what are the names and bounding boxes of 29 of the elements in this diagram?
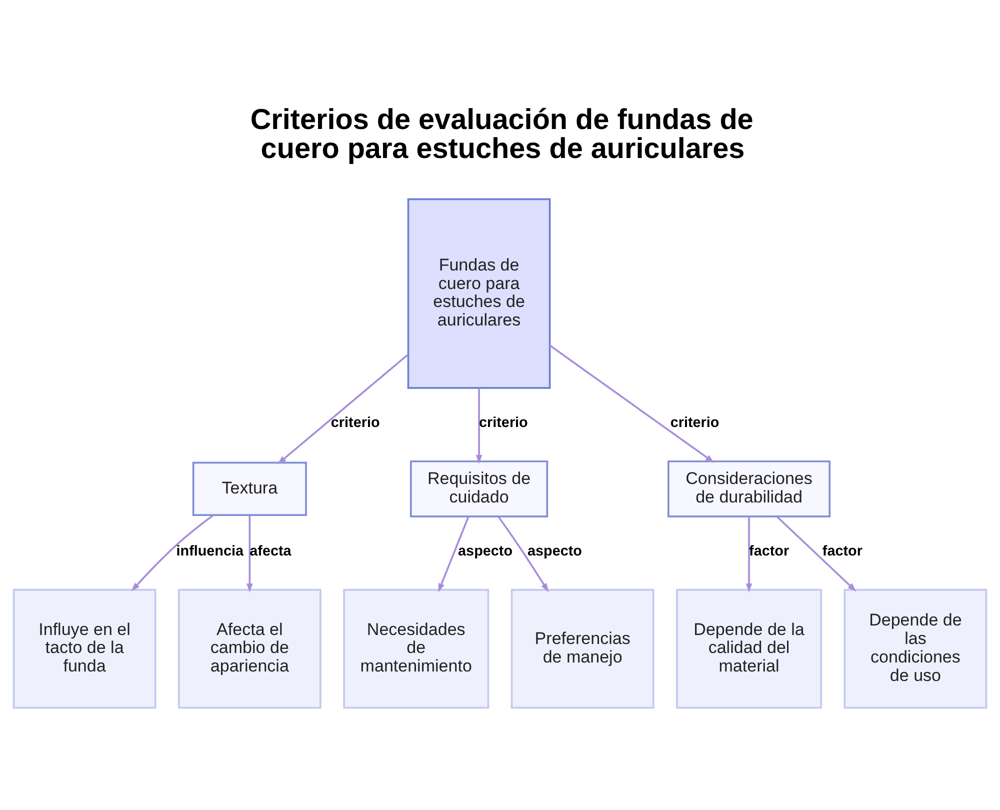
edge-label: criterio	[479, 415, 528, 432]
arrow	[277, 354, 408, 464]
arrow	[476, 388, 482, 464]
arrow	[746, 516, 752, 592]
edge-label: aspecto	[458, 543, 513, 560]
edge-label: afecta	[250, 543, 292, 560]
node-box: Requisitos de cuidado	[410, 460, 548, 518]
node-box: Preferencias de manejo	[510, 588, 654, 709]
node-box: Textura	[192, 462, 307, 516]
node-box: Influye en el tacto de la funda	[12, 588, 156, 709]
node-box: Consideraciones de durabilidad	[668, 460, 831, 518]
edge-label: influencia	[176, 543, 244, 560]
arrow	[438, 516, 470, 592]
arrow	[131, 514, 214, 592]
node-box: Depende de la calidad del material	[676, 588, 822, 709]
arrow	[246, 515, 253, 592]
arrow	[776, 516, 856, 592]
node-box: Depende de las condiciones de uso	[844, 588, 988, 709]
node-box: Fundas de cuero para estuches de auriculares	[407, 198, 551, 389]
arrow	[549, 344, 714, 463]
node-box: Necesidades de mantenimiento	[343, 588, 490, 709]
edge-label: factor	[822, 543, 862, 560]
node-box: Afecta el cambio de apariencia	[178, 588, 322, 709]
edge-label: aspecto	[528, 543, 582, 560]
edge-label: criterio	[330, 415, 380, 432]
edge-label: criterio	[670, 415, 720, 432]
arrow	[498, 516, 549, 592]
edge-label: factor	[749, 543, 790, 560]
diagram-title: Criterios de evaluación de fundas de cuero para estuches de auriculares	[250, 104, 754, 166]
